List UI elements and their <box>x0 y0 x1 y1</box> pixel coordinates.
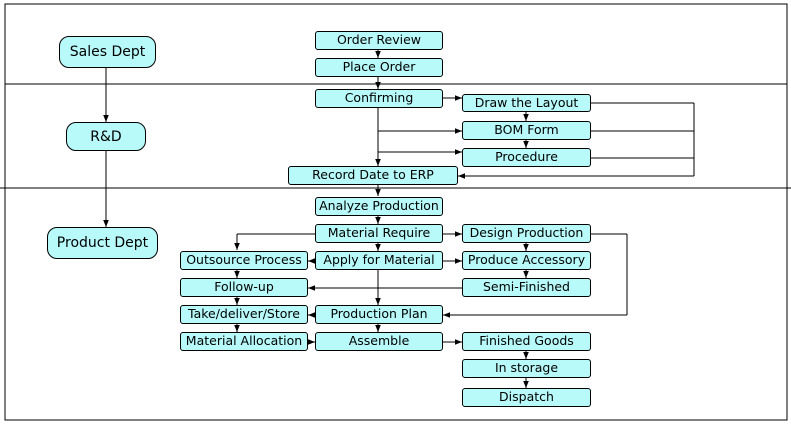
dept-sales: Sales Dept <box>59 36 156 68</box>
step-analyze-production: Analyze Production <box>315 197 443 216</box>
step-draw-layout: Draw the Layout <box>462 94 591 112</box>
step-produce-accessory: Produce Accessory <box>462 251 591 270</box>
step-apply-material: Apply for Material <box>315 251 443 270</box>
step-outsource-process: Outsource Process <box>180 251 308 270</box>
dept-rd: R&D <box>66 122 146 151</box>
step-design-production: Design Production <box>462 224 591 243</box>
step-material-require: Material Require <box>315 224 443 243</box>
step-follow-up: Follow-up <box>180 278 308 297</box>
step-dispatch: Dispatch <box>462 388 591 407</box>
step-in-storage: In storage <box>462 359 591 378</box>
step-procedure: Procedure <box>462 148 591 167</box>
step-take-deliver-store: Take/deliver/Store <box>180 305 308 324</box>
step-semi-finished: Semi-Finished <box>462 278 591 297</box>
step-order-review: Order Review <box>315 31 443 50</box>
step-material-allocation: Material Allocation <box>180 332 308 351</box>
dept-product: Product Dept <box>47 227 158 259</box>
step-assemble: Assemble <box>315 332 443 351</box>
step-record-erp: Record Date to ERP <box>288 166 458 185</box>
step-production-plan: Production Plan <box>315 305 443 324</box>
step-place-order: Place Order <box>315 58 443 77</box>
step-bom-form: BOM Form <box>462 121 591 140</box>
step-finished-goods: Finished Goods <box>462 332 591 351</box>
step-confirming: Confirming <box>315 89 443 108</box>
swimlane-frame <box>4 3 788 421</box>
